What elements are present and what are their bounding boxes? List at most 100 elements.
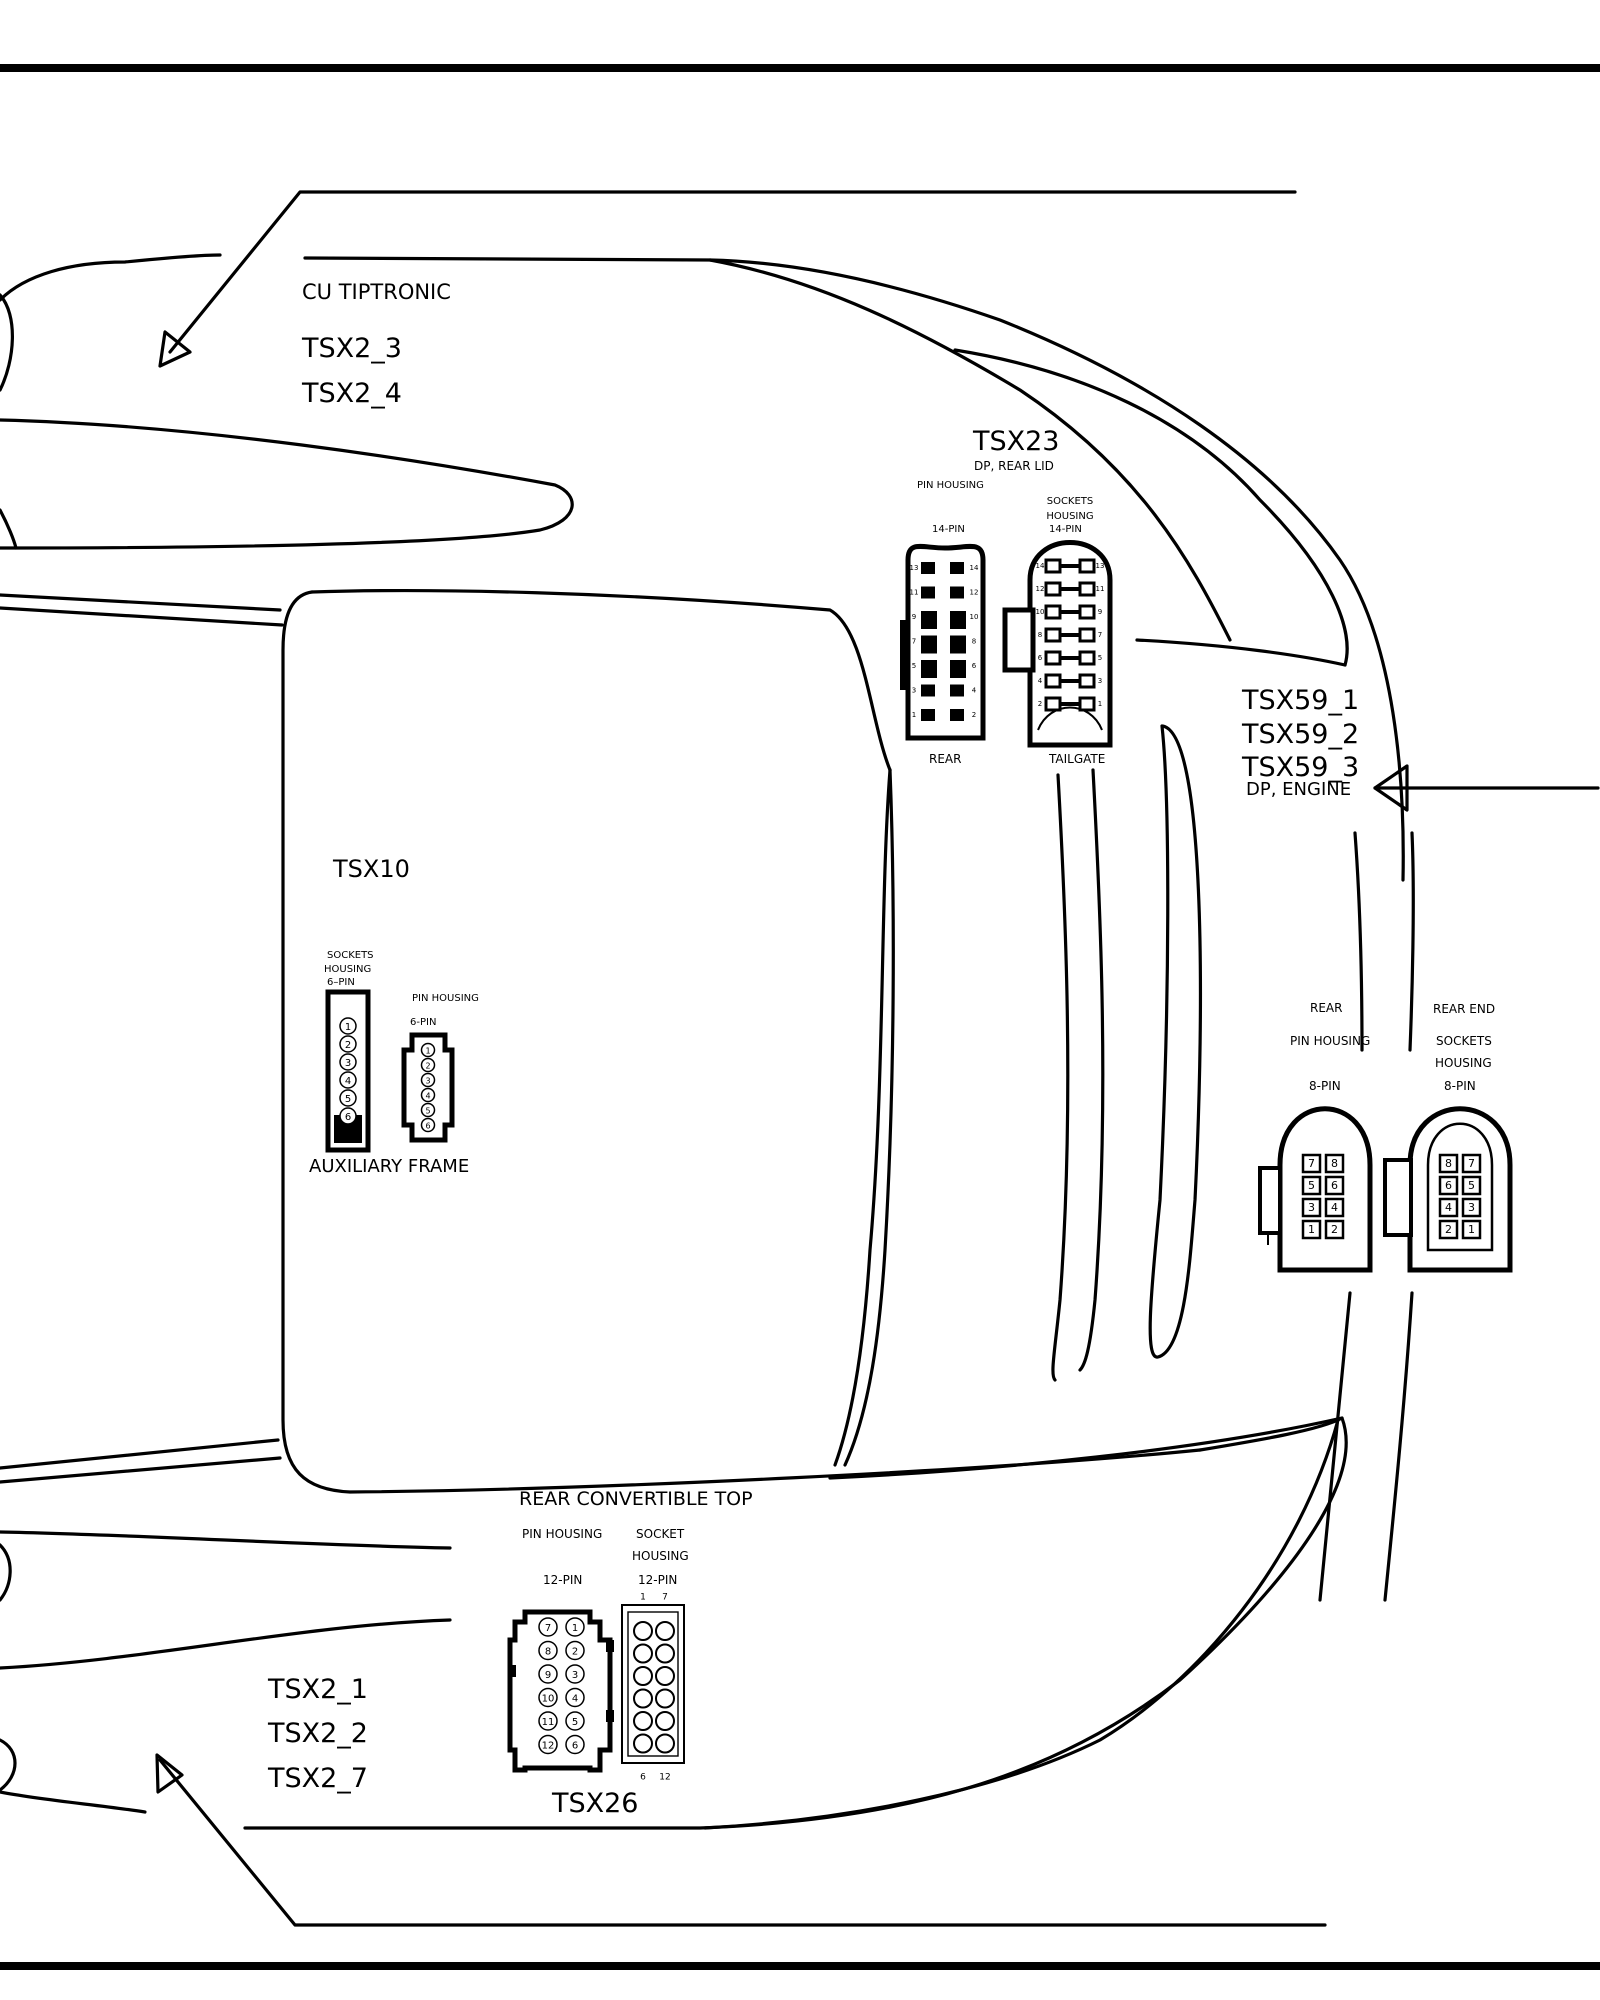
tsx26-socket-number: 12 (659, 1773, 670, 1783)
tsx59-pin-cell (1301, 1175, 1322, 1196)
tsx10-socket-cell (339, 1107, 357, 1125)
dp-rear-lid-label: DP, REAR LID (974, 459, 1054, 473)
tsx10-housing-label: HOUSING (324, 964, 372, 975)
tsx26-socket-cell (655, 1643, 675, 1664)
tsx59-pin-number: 8 (1331, 1157, 1338, 1170)
tsx23-socket-bridge (1060, 587, 1080, 591)
tsx59-rear-label: REAR (1310, 1001, 1343, 1015)
tsx10-socket-cell (339, 1035, 357, 1053)
tsx26-pin-12pin-label: 12-PIN (543, 1573, 583, 1587)
tsx23-socket-bridge (1060, 679, 1080, 683)
tsx23-pin-number: 10 (970, 613, 979, 621)
tsx23-socket-cell (1044, 673, 1062, 689)
tsx23-socket-cell (1078, 558, 1096, 574)
tsx26-pin-number: 8 (545, 1647, 551, 1658)
tsx23-socket-cell (1044, 650, 1062, 666)
tsx59-3-label: TSX59_3 (1242, 752, 1360, 783)
tsx26-socket-number: 1 (640, 1593, 646, 1603)
tsx23-pin-cell (921, 660, 937, 678)
tsx59-socket-number: 3 (1468, 1201, 1475, 1214)
tsx23-pin-cell (921, 586, 935, 599)
tsx10-pin-number: 1 (425, 1047, 430, 1056)
tsx59-socket-cell (1438, 1197, 1459, 1218)
tsx10-sockets-6pin-label: 6–PIN (327, 977, 355, 988)
tsx23-socket-cell (1078, 650, 1096, 666)
tsx26-pin-cell (565, 1617, 585, 1637)
tsx23-socket-number: 3 (1098, 677, 1102, 685)
tsx2-4-label: TSX2_4 (302, 378, 402, 409)
tsx10-pin-number: 3 (425, 1077, 430, 1086)
tsx59-pin-8pin-label: 8-PIN (1309, 1079, 1341, 1093)
tsx2-7-label: TSX2_7 (268, 1763, 368, 1794)
tsx59-socket-number: 8 (1445, 1157, 1452, 1170)
tsx26-pin-cell (538, 1734, 558, 1755)
tsx26-socket-12pin-label: 12-PIN (638, 1573, 678, 1587)
tsx26-socket-cell (633, 1666, 653, 1686)
tsx23-pin-cell (921, 611, 937, 629)
tsx23-socket-number: 14 (1036, 562, 1045, 570)
tsx2-3-label: TSX2_3 (302, 333, 402, 364)
tsx23-socket-number: 13 (1096, 562, 1105, 570)
tsx23-housing-label: HOUSING (1046, 511, 1094, 522)
tsx26-pin-number: 7 (545, 1623, 551, 1634)
tsx23-pin-number: 7 (912, 638, 916, 646)
tsx26-socket-housing: 1 7 6 12 (621, 1593, 685, 1783)
tsx59-pin-number: 7 (1308, 1157, 1315, 1170)
tsx23-pin-number: 5 (912, 662, 916, 670)
tsx23-rear-label: REAR (929, 752, 962, 766)
tsx23-socket-cell (1078, 696, 1096, 712)
tsx23-pin-number: 1 (912, 711, 916, 719)
tsx26-socket-cell (633, 1643, 653, 1664)
tsx26-pin-number: 12 (542, 1741, 555, 1752)
callout-arrow-tsx2-bottom (155, 1753, 1327, 1927)
tsx23-socket-number: 2 (1038, 700, 1042, 708)
tsx26-socket-number: 6 (640, 1773, 646, 1783)
tsx59-pin-number: 3 (1308, 1201, 1315, 1214)
tsx23-sockets-label: SOCKETS (1046, 496, 1094, 507)
tsx26-socket-cell (655, 1733, 675, 1754)
tsx23-socket-cell (1078, 604, 1096, 620)
tsx23-pin-cell (950, 660, 966, 678)
tsx59-socket-number: 2 (1445, 1223, 1452, 1236)
tsx26-pin-cell (565, 1640, 585, 1661)
auxiliary-frame-label: AUXILIARY FRAME (309, 1156, 470, 1177)
tsx23-socket-number: 6 (1038, 654, 1043, 662)
tsx26-socket-cell (655, 1666, 675, 1686)
tsx10-socket-cell (339, 1089, 357, 1107)
tsx23-socket-cell (1044, 604, 1062, 620)
tsx26-socket-cell (655, 1711, 675, 1731)
tsx26-socket-cell (633, 1733, 653, 1754)
tsx59-pin-number: 2 (1331, 1223, 1338, 1236)
tsx10-pin-6pin-label: 6-PIN (410, 1017, 437, 1028)
callout-arrow-tsx2-top (158, 190, 1297, 368)
tsx23-socket-cell (1044, 581, 1062, 597)
tsx26-pin-cell (565, 1734, 585, 1755)
tsx23-socket-bridge (1060, 633, 1080, 637)
tsx59-socket-number: 6 (1445, 1179, 1452, 1192)
tsx59-socket-number: 1 (1468, 1223, 1475, 1236)
tsx23-socket-number: 7 (1098, 631, 1102, 639)
tsx23-pin-cell (921, 562, 935, 574)
tsx23-pin-cell (921, 635, 937, 654)
tsx59-pin-cell (1301, 1153, 1322, 1174)
tsx26-pin-number: 10 (542, 1694, 555, 1705)
tsx2-1-label: TSX2_1 (268, 1674, 368, 1705)
cu-tiptronic-label: CU TIPTRONIC (302, 280, 451, 304)
dp-engine-label: DP, ENGINE (1246, 779, 1352, 800)
tsx10-pin-number: 6 (425, 1122, 430, 1131)
top-border-bar (0, 64, 1600, 72)
tsx59-2-label: TSX59_2 (1242, 719, 1360, 750)
tsx59-socket-number: 5 (1468, 1179, 1475, 1192)
tsx10-pin-cell (420, 1102, 436, 1118)
tsx23-pin-number: 3 (912, 687, 916, 695)
tsx10-socket-number: 6 (345, 1112, 351, 1123)
tsx26-socket-number: 7 (662, 1593, 668, 1603)
tsx10-socket-number: 5 (345, 1094, 351, 1105)
tsx23-socket-number: 1 (1098, 700, 1102, 708)
tsx23-pin-cell (950, 562, 964, 574)
tsx23-pin-number: 11 (910, 589, 919, 597)
